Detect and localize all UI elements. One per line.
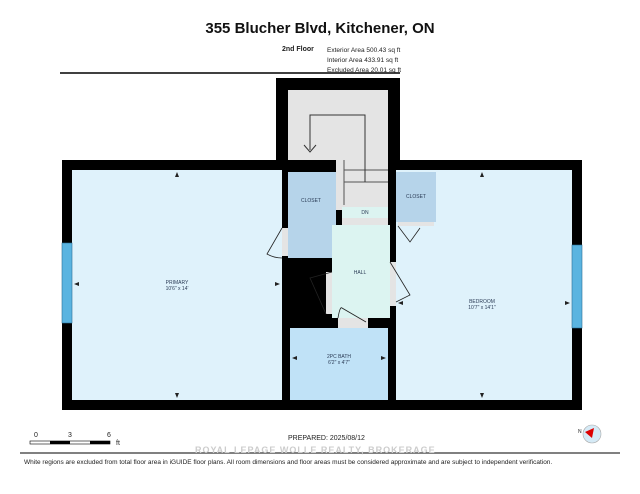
- compass-icon: N: [578, 424, 602, 444]
- room-hall: [332, 225, 390, 318]
- stairs: [336, 160, 388, 210]
- watermark: ROYAL LEPAGE WOLLE REALTY, BROKERAGE: [195, 445, 436, 455]
- bath-dims: 6'2" x 4'7": [328, 360, 350, 366]
- door-primary[interactable]: [326, 272, 332, 314]
- stair-arrow: [309, 114, 366, 182]
- scale-unit: ft: [116, 440, 120, 447]
- compass-label: N: [578, 429, 582, 435]
- door-closet-right[interactable]: [398, 222, 434, 226]
- stair-opening: [342, 218, 388, 225]
- bedroom-label: BEDROOM: [469, 299, 495, 305]
- floor-areas: Exterior Area 500.43 sq ft Interior Area…: [327, 46, 401, 76]
- floor-name: 2nd Floor: [282, 46, 314, 53]
- window-left: [61, 242, 73, 324]
- stair-arrow-head: [303, 144, 317, 153]
- room-bath: [290, 328, 388, 400]
- dimension-markers: [74, 172, 570, 398]
- door-swings: [266, 225, 421, 323]
- disclaimer: White regions are excluded from total fl…: [24, 459, 553, 466]
- exterior-area: Exterior Area 500.43 sq ft: [327, 47, 401, 54]
- prepared-date: PREPARED: 2025/08/12: [288, 435, 365, 442]
- interior-area: Interior Area 433.91 sq ft: [327, 57, 399, 64]
- excluded-area: Excluded Area 20.01 sq ft: [327, 67, 402, 74]
- stairs-label: DN: [361, 210, 369, 216]
- bath-label: 2PC BATH: [327, 354, 351, 360]
- page-title: 355 Blucher Blvd, Kitchener, ON: [205, 20, 435, 37]
- closet-right-label: CLOSET: [406, 194, 426, 200]
- primary-dims: 10'6" x 14': [166, 286, 189, 292]
- door-bath[interactable]: [338, 318, 368, 328]
- window-right: [571, 244, 583, 329]
- scale-bar: [29, 440, 111, 445]
- scale-tick-0: 0: [34, 432, 38, 439]
- hall-label: HALL: [354, 270, 367, 276]
- bedroom-dims: 10'7" x 14'1": [468, 305, 496, 311]
- primary-label: PRIMARY: [166, 280, 189, 286]
- room-closet-right: [396, 172, 436, 222]
- closet-left-label: CLOSET: [301, 198, 321, 204]
- door-bedroom[interactable]: [390, 262, 396, 306]
- scale-tick-3: 3: [68, 432, 72, 439]
- room-primary: [72, 170, 282, 400]
- door-closet-left[interactable]: [282, 228, 288, 256]
- scale-tick-6: 6: [107, 432, 111, 439]
- room-closet-left: [288, 172, 336, 258]
